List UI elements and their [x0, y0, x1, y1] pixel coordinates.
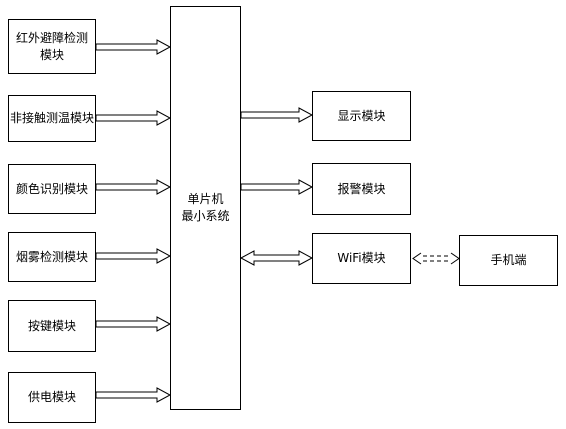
mcu-label-line1: 单片机: [187, 192, 224, 206]
arrow-wifi-bidirectional: [239, 250, 314, 266]
alarm-module-box: 报警模块: [312, 163, 411, 215]
color-module-box: 颜色识别模块: [8, 164, 96, 214]
phone-box: 手机端: [459, 235, 558, 286]
color-module-label: 颜色识别模块: [15, 181, 88, 196]
smoke-module-box: 烟雾检测模块: [8, 232, 96, 282]
wifi-module-box: WiFi模块: [312, 233, 411, 284]
arrow-display: [240, 107, 314, 123]
arrow-alarm: [240, 179, 314, 195]
temperature-module-box: 非接触测温模块: [8, 95, 96, 142]
display-module-label: 显示模块: [337, 108, 386, 123]
infrared-module-box: 红外避障检测模块: [8, 19, 96, 74]
arrow-power: [95, 387, 172, 403]
arrow-keys: [95, 316, 172, 332]
infrared-module-label: 红外避障检测模块: [15, 30, 88, 62]
keys-module-label: 按键模块: [27, 318, 76, 333]
power-module-box: 供电模块: [8, 372, 96, 423]
alarm-module-label: 报警模块: [337, 181, 386, 196]
keys-module-box: 按键模块: [8, 300, 96, 352]
power-module-label: 供电模块: [27, 390, 76, 404]
display-module-box: 显示模块: [312, 91, 411, 141]
temperature-module-label: 非接触测温模块: [9, 111, 94, 125]
mcu-box: 单片机 最小系统: [170, 6, 241, 410]
arrow-color: [95, 179, 172, 195]
arrow-temperature: [95, 110, 172, 126]
arrow-infrared: [95, 39, 172, 55]
arrow-wireless-link: [412, 252, 460, 265]
wifi-module-label: WiFi模块: [337, 251, 386, 265]
phone-label: 手机端: [490, 253, 527, 267]
mcu-label-line2: 最小系统: [181, 209, 230, 223]
arrow-smoke: [95, 248, 172, 264]
smoke-module-label: 烟雾检测模块: [15, 249, 88, 264]
